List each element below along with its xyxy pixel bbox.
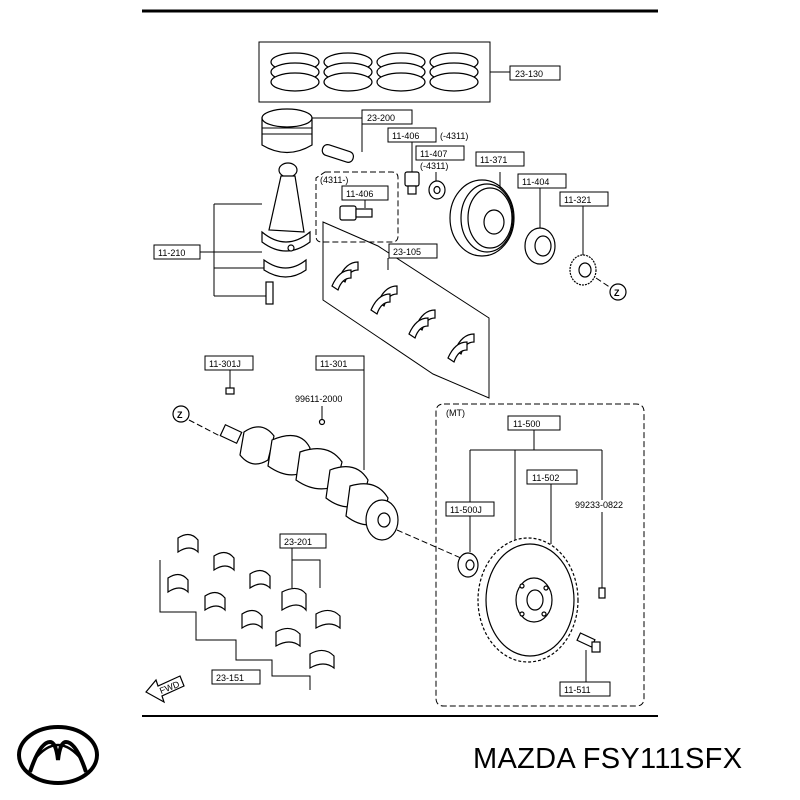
svg-text:11-511: 11-511 [564, 685, 591, 695]
piston-rings-group [258, 41, 510, 103]
svg-text:99233-0822: 99233-0822 [575, 500, 623, 510]
svg-text:23-105: 23-105 [393, 247, 421, 257]
svg-text:11-321: 11-321 [564, 195, 591, 205]
callout-11-301: 11-301 [315, 355, 365, 470]
crankshaft-pulley [449, 172, 515, 257]
main-bearings-lower-group [159, 533, 341, 690]
callout-99233-0822: 99233-0822 [575, 500, 623, 599]
z-reference-marker-left: Z [172, 405, 221, 437]
svg-text:(MT): (MT) [446, 408, 465, 418]
callout-11-500j: 11-500J [445, 501, 495, 552]
svg-text:11-301: 11-301 [320, 359, 347, 369]
main-bearings-upper-group [322, 221, 490, 399]
crankshaft [219, 423, 471, 563]
svg-text:11-404: 11-404 [522, 177, 549, 187]
callout-11-511: 11-511 [559, 681, 611, 697]
variant-4311-group: (4311-) 11-406 [315, 171, 399, 243]
piston-pin [321, 144, 355, 163]
callout-23-105: 23-105 [388, 243, 438, 259]
flywheel [477, 537, 579, 663]
mazda-logo [17, 725, 99, 785]
part-number-caption: MAZDA FSY111SFX [473, 743, 743, 775]
svg-text:Z: Z [614, 288, 620, 298]
svg-text:11-407: 11-407 [420, 149, 447, 159]
svg-text:23-201: 23-201 [284, 537, 312, 547]
svg-text:23-130: 23-130 [515, 69, 543, 79]
callout-11-301j: 11-301J [204, 355, 254, 395]
callout-11-500: 11-500 [469, 415, 603, 555]
callout-11-210: 11-210 [153, 203, 266, 297]
crank-sprocket [569, 206, 612, 289]
svg-text:(4311-): (4311-) [320, 175, 348, 185]
svg-text:Z: Z [177, 410, 183, 420]
oil-seal [524, 188, 556, 265]
svg-text:11-301J: 11-301J [209, 359, 241, 369]
svg-text:11-500J: 11-500J [450, 505, 482, 515]
forward-arrow: FWD [145, 675, 185, 704]
svg-text:23-151: 23-151 [216, 673, 244, 683]
svg-text:11-406: 11-406 [392, 131, 419, 141]
pilot-bearing [457, 552, 479, 578]
callout-23-151: 23-151 [211, 669, 261, 685]
svg-text:FWD: FWD [158, 679, 181, 696]
svg-text:11-371: 11-371 [480, 155, 507, 165]
callout-23-200: 23-200 [361, 109, 413, 125]
callout-11-406-upper: 11-406 (-4311) [387, 127, 468, 178]
svg-text:(-4311): (-4311) [440, 131, 468, 141]
svg-text:11-502: 11-502 [532, 473, 559, 483]
callout-11-321: 11-321 [559, 191, 609, 207]
svg-text:99611-2000: 99611-2000 [295, 394, 342, 404]
manual-transmission-group: (MT) [435, 403, 645, 707]
callout-11-407: 11-407 (-4311) [415, 145, 465, 184]
svg-text:11-406: 11-406 [346, 189, 373, 199]
z-reference-marker-right: Z [609, 283, 627, 301]
callout-11-404: 11-404 [517, 173, 567, 189]
callout-99611-2000: 99611-2000 [295, 394, 342, 426]
callout-11-371: 11-371 [475, 151, 525, 167]
washer [428, 180, 446, 200]
callout-23-201: 23-201 [279, 533, 327, 588]
crank-bolt-upper [404, 171, 420, 195]
svg-text:11-500: 11-500 [513, 419, 540, 429]
flywheel-bolt [576, 632, 601, 684]
callout-11-502: 11-502 [526, 469, 578, 544]
piston [261, 108, 313, 154]
connecting-rod [261, 162, 311, 305]
svg-text:11-210: 11-210 [158, 248, 185, 258]
svg-text:23-200: 23-200 [367, 113, 395, 123]
svg-text:(-4311): (-4311) [420, 161, 448, 171]
callout-23-130: 23-130 [509, 65, 561, 81]
